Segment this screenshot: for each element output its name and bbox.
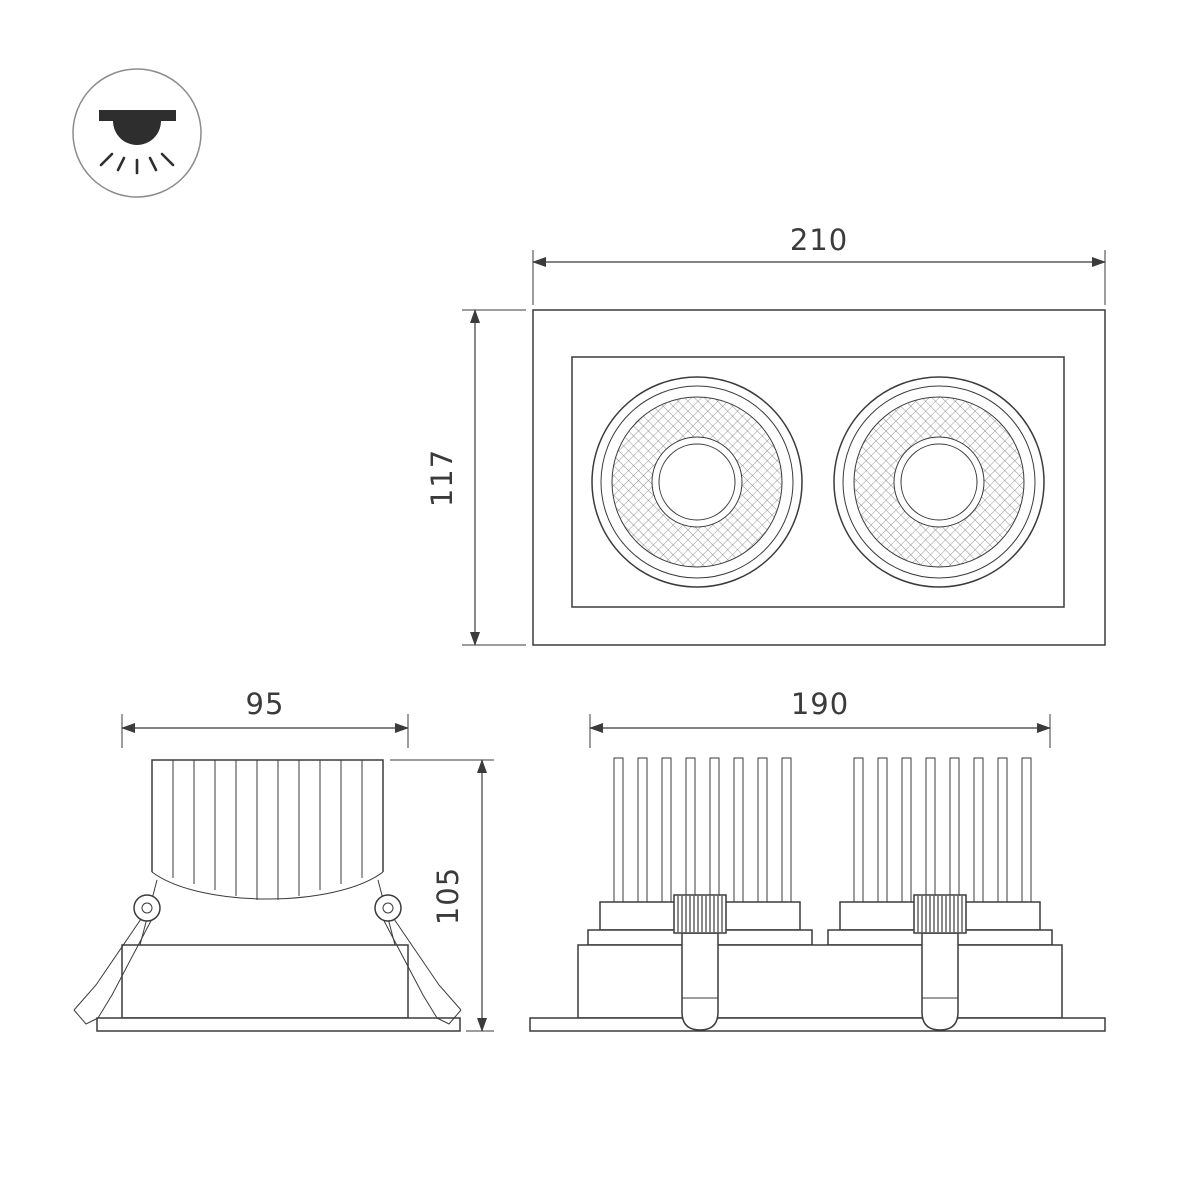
clip-strap (681, 932, 719, 1031)
lamp-right (833, 376, 1045, 588)
lamp-led-center (900, 443, 978, 521)
dimension-side-width: 95 (121, 687, 409, 748)
heatsink-funnel (151, 871, 384, 900)
module-left-fins (613, 757, 792, 903)
lamp-bezel-ring (842, 385, 1036, 579)
rear-view (529, 757, 1106, 1032)
lamp-left (591, 376, 803, 588)
dim-label-front-width: 210 (790, 223, 848, 257)
dim-label-side-height: 105 (431, 867, 465, 925)
dim-label-side-width: 95 (246, 687, 285, 721)
clip-pivot (374, 894, 402, 922)
clip-strap (921, 932, 959, 1031)
trim-flange (96, 1017, 461, 1032)
lamp-led-ring (651, 436, 743, 528)
icon-light-ray (116, 156, 126, 172)
clip-mechanism-left (673, 894, 727, 1031)
front-view (532, 309, 1106, 646)
dimension-rear-width: 190 (589, 687, 1051, 748)
dimension-front-width: 210 (532, 223, 1106, 305)
spring-clip-right (374, 894, 462, 1025)
clip-mechanism-right (913, 894, 967, 1031)
dimension-side-height: 105 (390, 759, 494, 1032)
lamp-bezel-ring (600, 385, 794, 579)
mounting-frame (121, 944, 409, 1019)
mounting-base (577, 944, 1063, 1019)
dimension-front-height: 117 (425, 309, 526, 646)
icon-lamp-dome (113, 121, 161, 145)
icon-ceiling-bar (99, 110, 176, 121)
spring-clip-left (73, 894, 161, 1025)
module-right-fins (853, 757, 1032, 903)
lamp-led-center (658, 443, 736, 521)
clip-pivot (133, 894, 161, 922)
heatsink-outline (151, 759, 384, 872)
icon-light-ray (99, 152, 114, 167)
icon-light-ray (148, 156, 158, 172)
dim-label-front-height: 117 (425, 449, 459, 507)
lamp-led-ring (893, 436, 985, 528)
icon-light-ray (160, 152, 175, 167)
trim-flange (529, 1017, 1106, 1032)
side-view (73, 759, 462, 1032)
downlight-ceiling-icon (72, 68, 202, 198)
dim-label-rear-width: 190 (791, 687, 849, 721)
heatsink-fins (172, 760, 363, 900)
